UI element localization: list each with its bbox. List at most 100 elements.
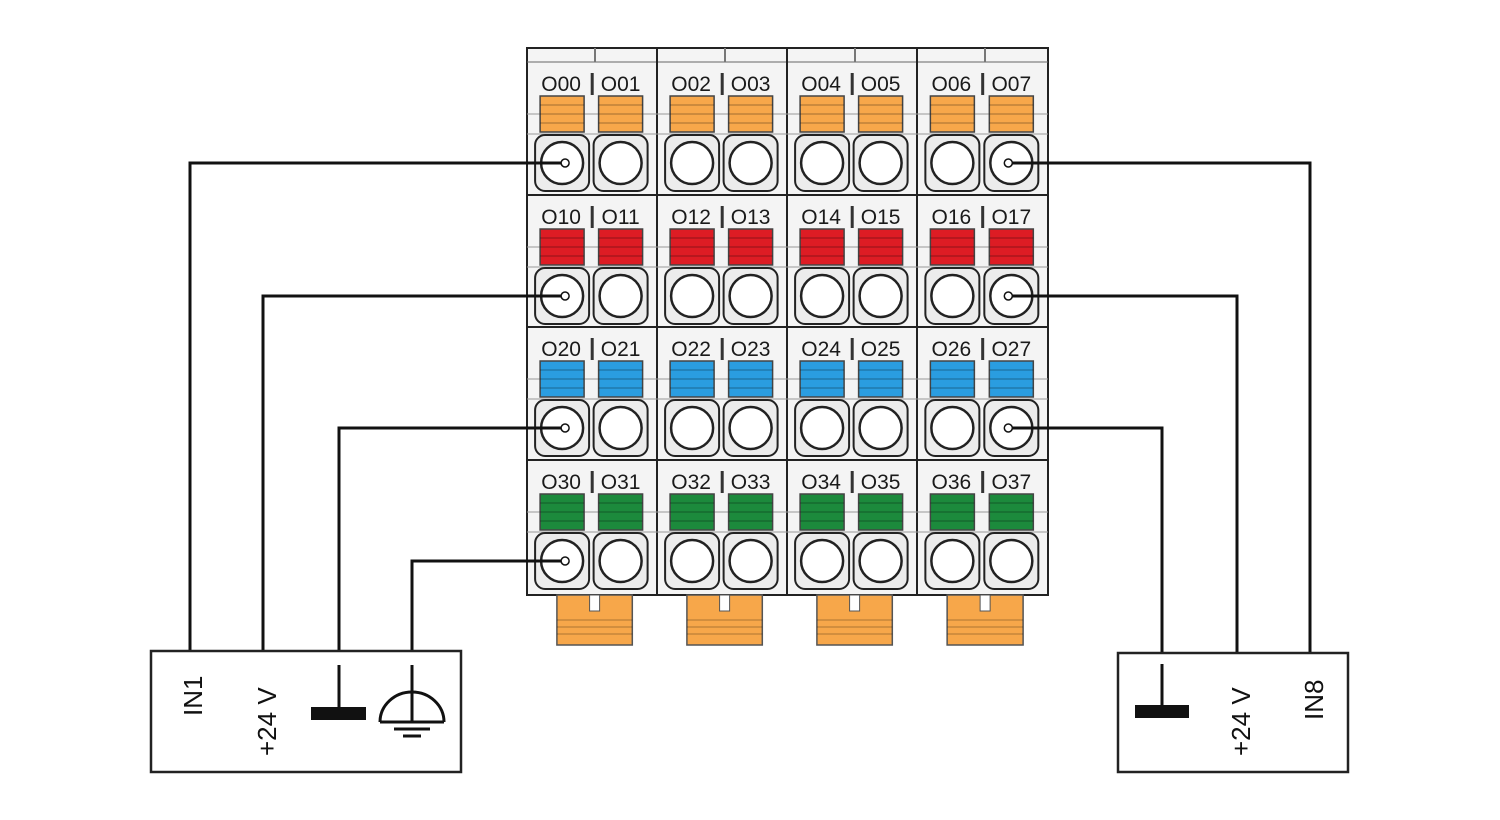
push-button-actuator [727,95,774,133]
push-button-actuator [669,493,715,531]
push-button-actuator [929,360,976,398]
terminal-label: O10 [541,206,581,229]
module-top-ridge [724,48,726,62]
terminal-label: O33 [731,471,771,494]
push-button-actuator [727,493,774,531]
label-divider [850,471,854,493]
left-sensor-device: IN1 +24 V [149,649,463,774]
label-divider [850,73,854,95]
protective-earth-icon [378,665,446,738]
conductor-opening [799,405,845,451]
label-divider [850,338,854,360]
label-divider [720,73,724,95]
terminal-label: O24 [801,338,841,361]
din-rail-latch [556,594,634,646]
ground-icon [311,665,366,720]
terminal-label: O17 [991,206,1031,229]
terminal-label: O26 [932,338,972,361]
terminal-label: O21 [601,338,641,361]
push-button-actuator [799,360,845,398]
conductor-opening [799,140,845,186]
wire-in1 [188,161,563,651]
din-rail-latch [816,594,894,646]
conductor-opening [930,273,975,319]
terminal-label: O31 [601,471,641,494]
push-button-actuator [539,95,585,133]
terminal-label: O11 [602,206,640,229]
latch-notch [979,594,991,612]
wire-right-ground [1011,426,1164,653]
module-top-ridge [854,48,856,62]
conductor-tip [1003,158,1014,168]
terminal-label: O27 [991,338,1031,361]
conductor-opening [930,538,975,584]
conductor-opening [728,405,773,451]
conductor-tip [1003,291,1014,301]
conductor-opening [598,538,643,584]
latch-notch [589,594,601,612]
left-device-in1-label: IN1 [178,676,208,716]
push-button-actuator [799,493,845,531]
terminal-label: O03 [731,73,771,96]
terminal-label: O05 [861,73,901,96]
push-button-actuator [857,228,904,266]
wire-left-pe [410,559,563,651]
terminal-label: O34 [801,471,841,494]
push-button-actuator [799,95,845,133]
conductor-opening [858,273,903,319]
push-button-actuator [539,493,585,531]
conductor-opening [930,405,975,451]
terminal-label: O25 [861,338,901,361]
conductor-tip [560,291,570,301]
push-button-actuator [669,95,715,133]
conductor-opening [930,140,975,186]
label-divider [981,471,985,493]
push-button-actuator [857,360,904,398]
label-divider [981,206,985,228]
push-button-actuator [597,228,644,266]
terminal-label: O12 [671,206,711,229]
left-device-box [149,649,463,774]
push-button-actuator [929,228,976,266]
wire-left-24v [261,294,563,651]
conductor-opening [799,538,845,584]
terminal-label: O00 [541,73,581,96]
push-button-actuator [857,493,904,531]
conductor-tip [560,158,570,168]
wire-left-ground [337,426,563,651]
conductor-opening [858,140,903,186]
conductor-opening [598,273,643,319]
push-button-actuator [857,95,904,133]
conductor-opening [728,538,773,584]
connection-wires [188,158,1312,653]
terminal-label: O30 [541,471,581,494]
push-button-actuator [669,360,715,398]
conductor-opening [799,273,845,319]
terminal-label: O22 [671,338,711,361]
push-button-actuator [929,493,976,531]
push-button-actuator [597,493,644,531]
terminal-label: O13 [731,206,771,229]
conductor-opening [728,273,773,319]
terminal-label: O04 [801,73,841,96]
label-divider [720,338,724,360]
push-button-actuator [597,95,644,133]
terminal-label: O20 [541,338,581,361]
label-divider [590,471,594,493]
conductor-opening [669,140,715,186]
push-button-actuator [669,228,715,266]
push-button-actuator [597,360,644,398]
conductor-opening [669,405,715,451]
terminal-label: O07 [991,73,1031,96]
push-button-actuator [539,360,585,398]
label-divider [590,73,594,95]
terminal-label: O36 [932,471,972,494]
terminal-label: O01 [601,73,641,96]
right-device-in8-label: IN8 [1299,680,1329,720]
conductor-opening [669,273,715,319]
terminal-label: O23 [731,338,771,361]
latch-notch [849,594,861,612]
wire-right-24v [1011,294,1239,653]
